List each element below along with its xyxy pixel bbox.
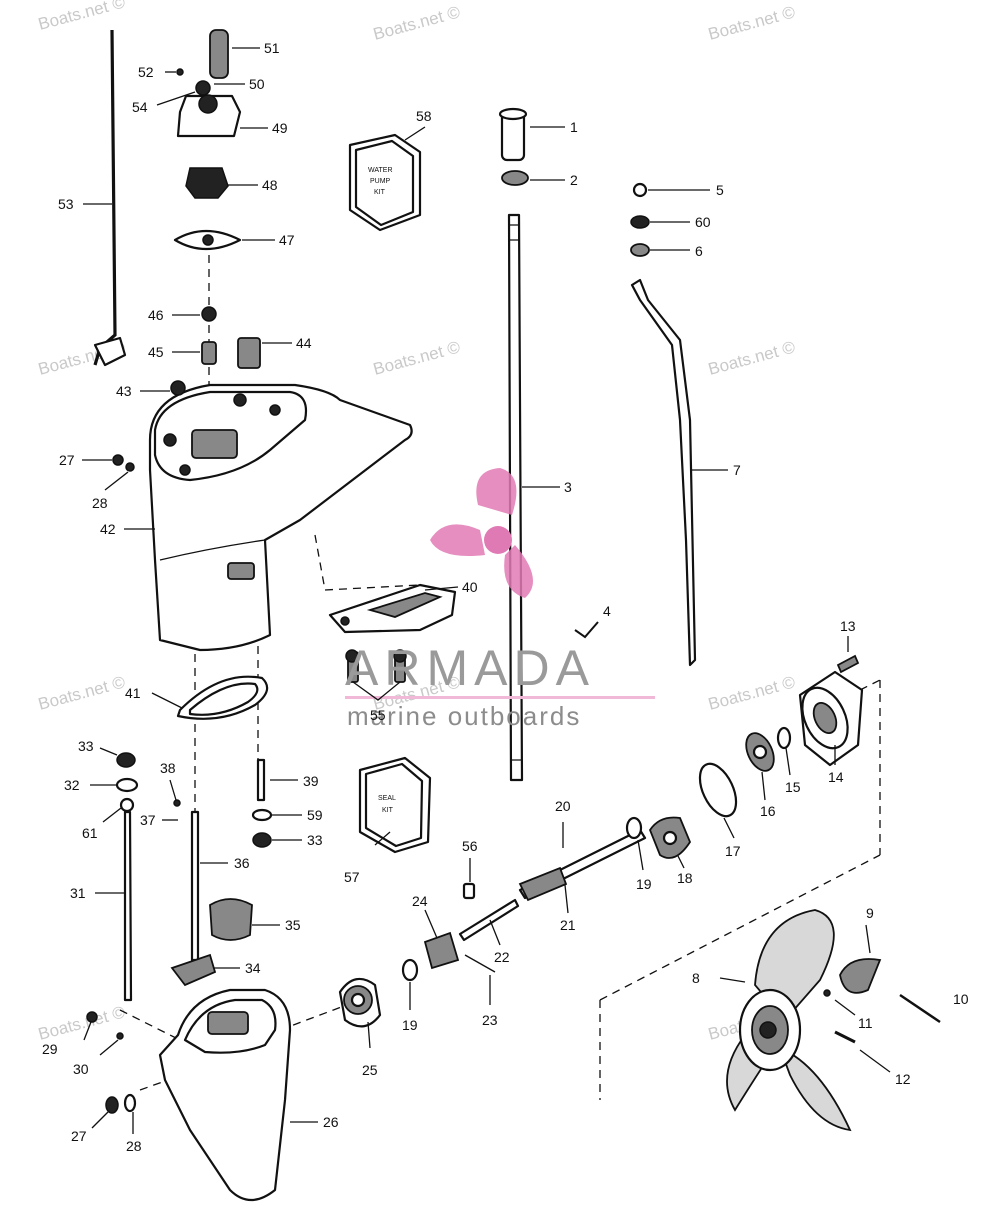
shift-rod bbox=[93, 29, 127, 367]
gasket bbox=[176, 675, 269, 720]
callout-label: 12 bbox=[895, 1071, 911, 1087]
callout-label: 43 bbox=[116, 383, 132, 399]
callout-label: 15 bbox=[785, 779, 801, 795]
watermark: Boats.net © bbox=[36, 1002, 127, 1044]
callout-label: 9 bbox=[866, 905, 874, 921]
callout-label: 37 bbox=[140, 812, 156, 828]
callout-label: 2 bbox=[570, 172, 578, 188]
callout-label: 40 bbox=[462, 579, 478, 595]
callout-label: 33 bbox=[78, 738, 94, 754]
propeller-assembly bbox=[726, 909, 941, 1132]
watermark: Boats.net © bbox=[36, 672, 127, 714]
callout-label: 13 bbox=[840, 618, 856, 634]
callout-label: 17 bbox=[725, 843, 741, 859]
callout-label: 58 bbox=[416, 108, 432, 124]
callout-label: 56 bbox=[462, 838, 478, 854]
watermark: Boats.net © bbox=[706, 337, 797, 379]
callout-label: 23 bbox=[482, 1012, 498, 1028]
callout-label: 1 bbox=[570, 119, 578, 135]
drive-shaft-housing bbox=[148, 383, 413, 652]
kit-text: SEAL bbox=[378, 795, 396, 802]
callout-label: 51 bbox=[264, 40, 280, 56]
brand-name: ARMADA bbox=[345, 640, 595, 696]
callout-label: 53 bbox=[58, 196, 74, 212]
seal-kit-box: SEAL KIT bbox=[358, 756, 432, 854]
callout-label: 33 bbox=[307, 832, 323, 848]
gearcase bbox=[158, 988, 292, 1202]
callout-label: 29 bbox=[42, 1041, 58, 1057]
callout-label: 16 bbox=[760, 803, 776, 819]
callout-label: 14 bbox=[828, 769, 844, 785]
watermark: Boats.net © bbox=[706, 2, 797, 44]
callout-label: 38 bbox=[160, 760, 176, 776]
callout-label: 42 bbox=[100, 521, 116, 537]
callout-label: 18 bbox=[677, 870, 693, 886]
callout-label: 60 bbox=[695, 214, 711, 230]
brand-rule bbox=[345, 696, 655, 699]
callout-label: 22 bbox=[494, 949, 510, 965]
callout-label: 46 bbox=[148, 307, 164, 323]
callout-label: 59 bbox=[307, 807, 323, 823]
callout-label: 44 bbox=[296, 335, 312, 351]
callout-label: 50 bbox=[249, 76, 265, 92]
watermark: Boats.net © bbox=[706, 672, 797, 714]
kit-text: PUMP bbox=[370, 178, 391, 185]
callout-label: 36 bbox=[234, 855, 250, 871]
callout-label: 31 bbox=[70, 885, 86, 901]
callout-label: 6 bbox=[695, 243, 703, 259]
callout-label: 61 bbox=[82, 825, 98, 841]
water-inlet-plate bbox=[328, 583, 457, 683]
water-pump-kit-box: WATER PUMP KIT bbox=[348, 133, 422, 232]
callout-label: 21 bbox=[560, 917, 576, 933]
kit-text: WATER bbox=[368, 167, 393, 174]
callout-label: 32 bbox=[64, 777, 80, 793]
callout-label: 48 bbox=[262, 177, 278, 193]
kit-text: KIT bbox=[374, 189, 386, 196]
callout-label: 19 bbox=[636, 876, 652, 892]
callout-label: 41 bbox=[125, 685, 141, 701]
kit-text: KIT bbox=[382, 807, 394, 814]
watermark: Boats.net © bbox=[36, 0, 127, 34]
callout-label: 57 bbox=[344, 869, 360, 885]
callout-label: 39 bbox=[303, 773, 319, 789]
callout-label: 26 bbox=[323, 1114, 339, 1130]
water-tube bbox=[630, 182, 697, 667]
callout-label: 49 bbox=[272, 120, 288, 136]
armada-logo: ARMADA marine outboards bbox=[345, 468, 655, 731]
callout-label: 3 bbox=[564, 479, 572, 495]
gear-train bbox=[338, 726, 792, 1028]
callout-label: 54 bbox=[132, 99, 148, 115]
watermark: Boats.net © bbox=[371, 2, 462, 44]
callout-label: 27 bbox=[71, 1128, 87, 1144]
callout-label: 47 bbox=[279, 232, 295, 248]
callout-label: 11 bbox=[858, 1015, 873, 1031]
callouts: 51 52 50 54 49 48 47 53 46 45 44 43 27 2… bbox=[42, 40, 969, 1154]
callout-label: 25 bbox=[362, 1062, 378, 1078]
callout-label: 8 bbox=[692, 970, 700, 986]
callout-label: 28 bbox=[92, 495, 108, 511]
callout-label: 19 bbox=[402, 1017, 418, 1033]
callout-label: 52 bbox=[138, 64, 154, 80]
callout-label: 30 bbox=[73, 1061, 89, 1077]
callout-label: 27 bbox=[59, 452, 75, 468]
callout-label: 28 bbox=[126, 1138, 142, 1154]
callout-label: 7 bbox=[733, 462, 741, 478]
bearing-carrier bbox=[798, 654, 864, 767]
brand-tagline: marine outboards bbox=[347, 701, 581, 731]
watermark: Boats.net © bbox=[371, 337, 462, 379]
callout-label: 55 bbox=[370, 707, 386, 723]
callout-label: 10 bbox=[953, 991, 969, 1007]
callout-label: 20 bbox=[555, 798, 571, 814]
callout-label: 35 bbox=[285, 917, 301, 933]
callout-label: 34 bbox=[245, 960, 261, 976]
callout-label: 45 bbox=[148, 344, 164, 360]
water-pump-stack bbox=[112, 29, 261, 472]
callout-label: 4 bbox=[603, 603, 611, 619]
callout-label: 24 bbox=[412, 893, 428, 909]
lower-left-parts bbox=[86, 752, 273, 1114]
callout-label: 5 bbox=[716, 182, 724, 198]
